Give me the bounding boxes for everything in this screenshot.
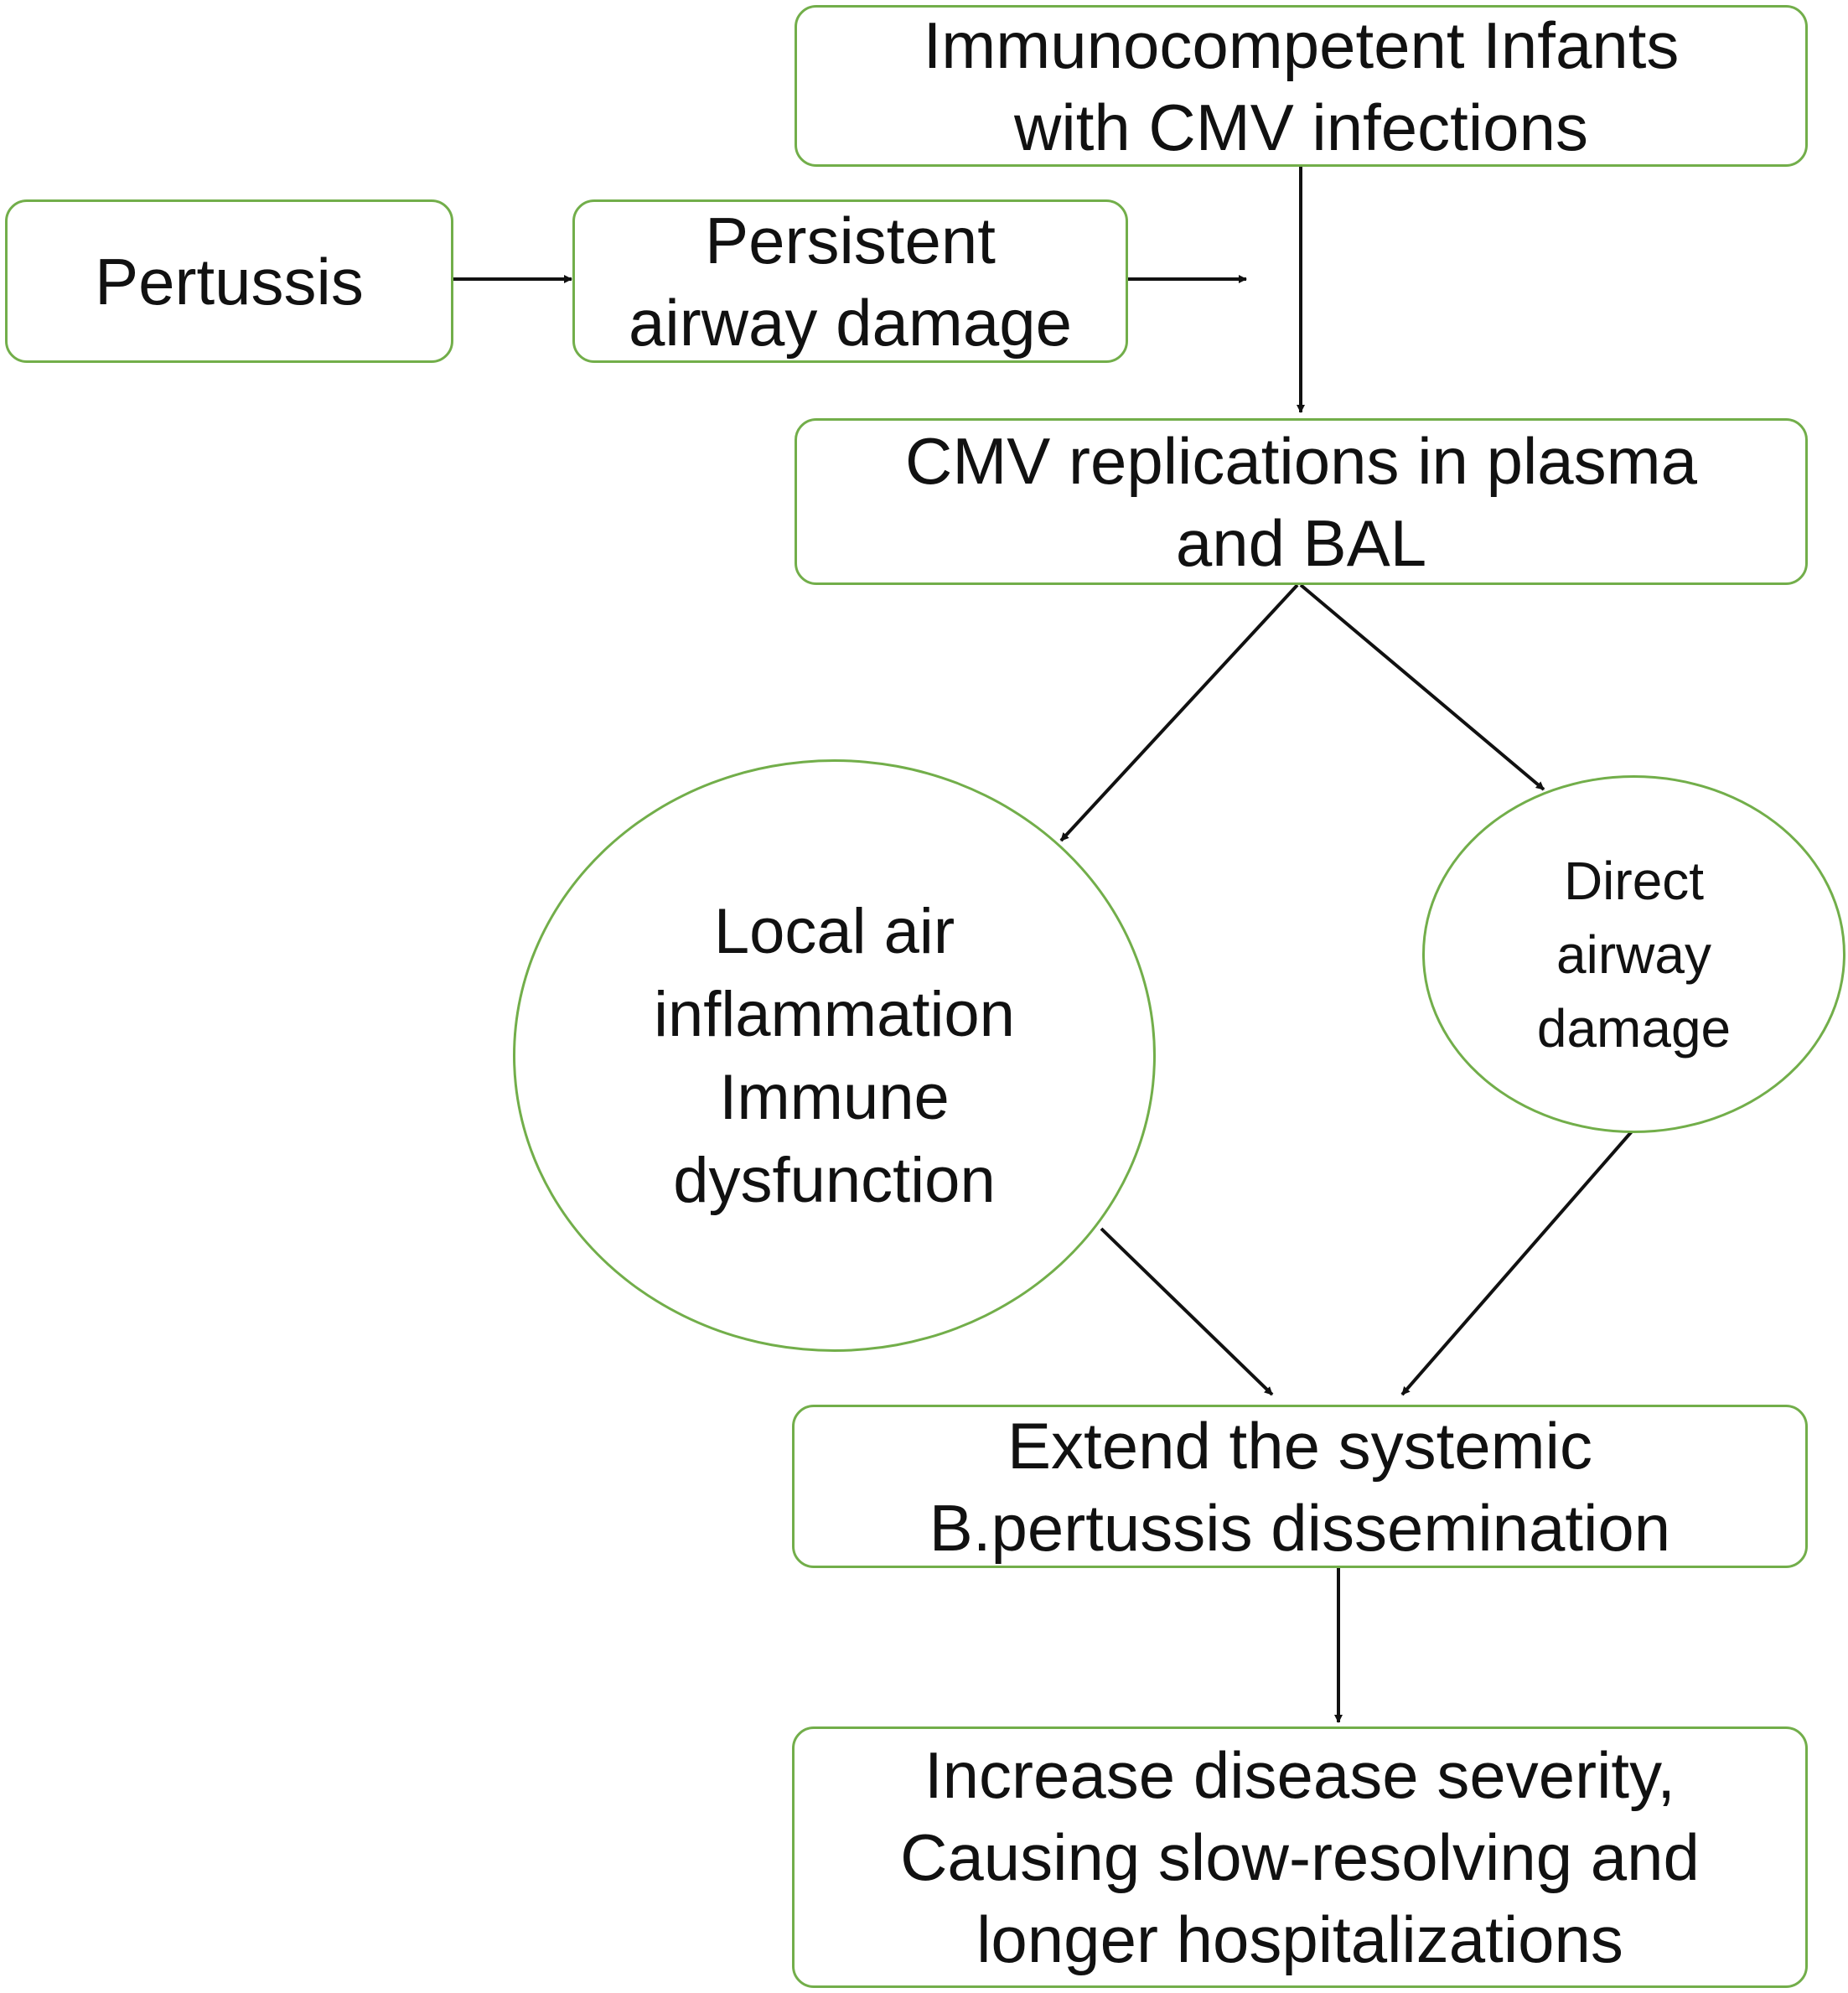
node-text: Immunocompetent Infants [923, 8, 1680, 82]
local-inflammation-circle: Local air inflammation Immune dysfunctio… [513, 759, 1156, 1352]
node-text: airway [1556, 924, 1711, 985]
arrow-cmv-to-direct [1299, 583, 1545, 791]
node-text: Local air [713, 895, 955, 967]
node-text: Immune [719, 1061, 950, 1133]
node-text: Causing slow-resolving and [900, 1820, 1700, 1894]
immunocompetent-infants-box: Immunocompetent Infants with CMV infecti… [795, 5, 1808, 167]
node-text: Persistent [705, 203, 996, 277]
arrow-cmv-to-local [1059, 583, 1299, 842]
node-text: B.pertussis dissemination [929, 1490, 1671, 1565]
extend-dissemination-box: Extend the systemic B.pertussis dissemin… [792, 1405, 1808, 1568]
cmv-replications-box: CMV replications in plasma and BAL [795, 418, 1808, 585]
increase-severity-box: Increase disease severity, Causing slow-… [792, 1726, 1808, 1988]
node-text: inflammation [654, 978, 1015, 1050]
pertussis-box: Pertussis [5, 199, 453, 363]
node-text: Increase disease severity, [924, 1738, 1675, 1812]
arrow-local-to-extend [1100, 1227, 1274, 1396]
arrow-direct-to-extend [1400, 1130, 1633, 1396]
node-text: Direct [1563, 850, 1705, 911]
node-text: CMV replications in plasma [904, 423, 1698, 498]
node-text: with CMV infections [1014, 90, 1588, 164]
node-text: longer hospitalizations [976, 1902, 1623, 1976]
node-text: Pertussis [95, 244, 364, 318]
node-text: dysfunction [673, 1144, 996, 1216]
node-text: and BAL [1175, 505, 1427, 580]
node-text: Extend the systemic [1007, 1408, 1592, 1483]
node-text: airway damage [629, 285, 1072, 360]
node-text: damage [1536, 997, 1732, 1059]
direct-airway-damage-circle: Direct airway damage [1422, 775, 1845, 1133]
persistent-airway-damage-box: Persistent airway damage [572, 199, 1128, 363]
